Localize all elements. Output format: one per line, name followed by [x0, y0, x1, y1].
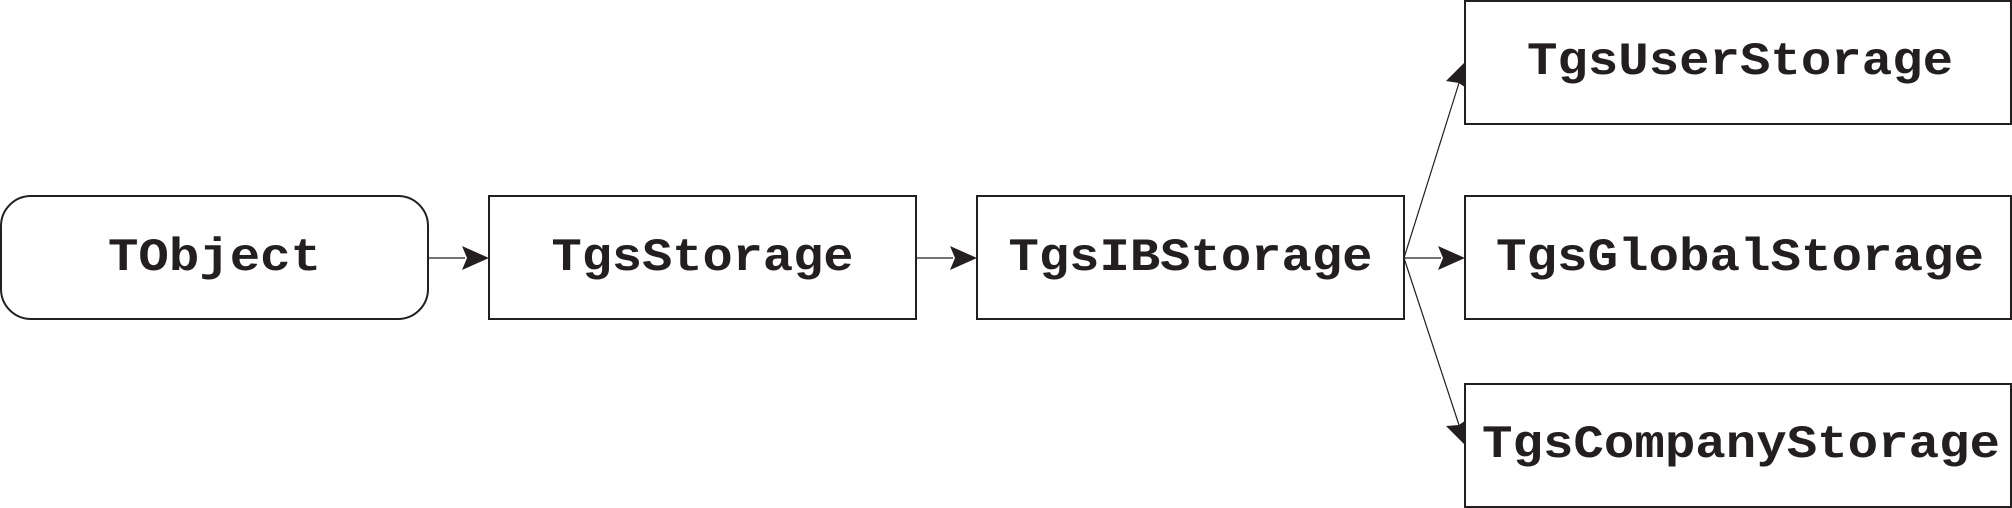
node-tobject-label: TObject [108, 232, 321, 284]
node-tgsibstorage: TgsIBStorage [976, 195, 1405, 320]
node-tgsibstorage-box [976, 195, 1405, 320]
node-tgsuserstorage-box [1464, 0, 2012, 125]
node-tgsstorage-label: TgsStorage [552, 232, 854, 284]
node-tgsuserstorage-label: TgsUserStorage [1527, 36, 1953, 88]
node-tgscompanystorage-box [1464, 383, 2012, 508]
edge-tgsibstorage-to-tgscompanystorage [1403, 257, 1469, 446]
node-tobject-box [0, 195, 429, 320]
edge-tgsibstorage-to-tgsglobalstorage [1404, 246, 1465, 270]
node-tobject: TObject [0, 195, 429, 320]
node-tgsstorage-box [488, 195, 917, 320]
edge-tobject-to-tgsstorage [428, 246, 489, 270]
node-tgsglobalstorage-box [1464, 195, 2012, 320]
node-tgsstorage: TgsStorage [488, 195, 917, 320]
edge-tgsibstorage-to-tgsuserstorage [1403, 61, 1469, 259]
node-tgsglobalstorage-label: TgsGlobalStorage [1496, 232, 1984, 284]
node-tgsuserstorage: TgsUserStorage [1464, 0, 2012, 125]
node-tgsglobalstorage: TgsGlobalStorage [1464, 195, 2012, 320]
node-tgscompanystorage: TgsCompanyStorage [1464, 383, 2012, 508]
node-tgscompanystorage-label: TgsCompanyStorage [1482, 419, 2000, 471]
edge-tgsstorage-to-tgsibstorage [916, 246, 977, 270]
edges [428, 61, 1469, 446]
node-tgsibstorage-label: TgsIBStorage [1009, 232, 1373, 284]
